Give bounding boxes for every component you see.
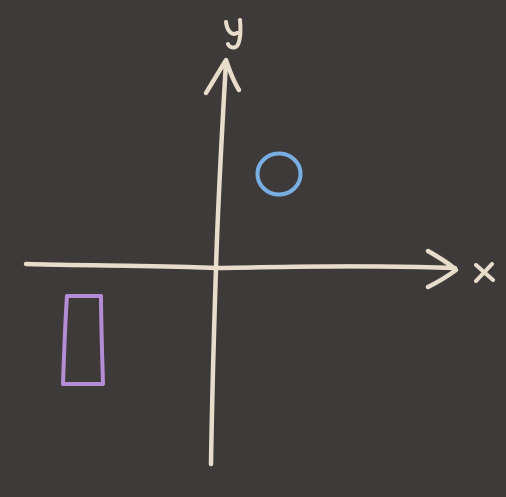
purple-rectangle-shape[interactable] <box>61 294 105 386</box>
y-axis-line <box>208 59 229 467</box>
x-axis-arrowhead <box>425 248 459 290</box>
x-axis-line <box>23 261 458 271</box>
blue-circle-shape[interactable] <box>255 151 303 197</box>
y-axis-label: y <box>224 18 243 50</box>
x-axis-label: x <box>474 262 495 283</box>
y-axis-arrowhead <box>203 57 242 96</box>
